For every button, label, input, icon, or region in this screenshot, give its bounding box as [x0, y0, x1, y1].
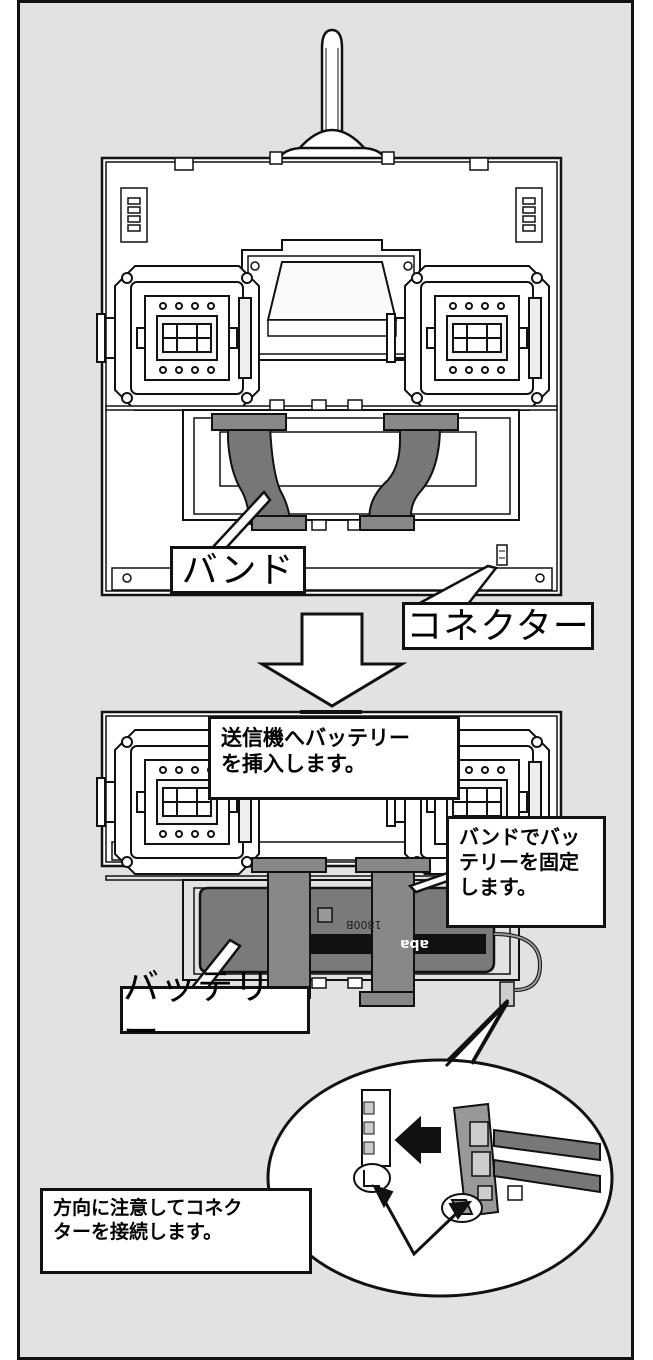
battery-model-label: 1800B [346, 918, 382, 931]
down-arrow [256, 612, 408, 708]
callout-fix-line1: バンドでバッ [459, 825, 580, 849]
callout-connect: 方向に注意してコネク ターを接続します。 [40, 1188, 312, 1274]
callout-connect-line2: ターを接続します。 [53, 1220, 223, 1243]
callout-connector-text: コネクター [406, 605, 590, 647]
callout-connector: コネクター [402, 602, 594, 650]
callout-band: バンド [170, 546, 306, 594]
callout-insert-line1: 送信機へバッテリー [221, 726, 410, 750]
connector-top [496, 544, 508, 566]
battery-brand-label: aba [400, 936, 429, 952]
callout-band-text: バンド [181, 549, 295, 591]
callout-battery: バッテリー [120, 967, 310, 1053]
zoom-bubble [266, 998, 614, 1298]
insert-arrow [394, 1115, 441, 1165]
battery-brand-text: aba [400, 936, 429, 952]
callout-fix: バンドでバッ テリーを固定 します。 [446, 816, 606, 928]
callout-insert-line2: を挿入します。 [221, 752, 366, 777]
callout-fix-line3: します。 [459, 875, 537, 899]
transmitter-top [95, 28, 563, 597]
zoom-detail [353, 1089, 601, 1257]
callout-insert: 送信機へバッテリー を挿入します。 [208, 716, 460, 800]
battery-model-text: 1800B [346, 918, 382, 931]
antenna [320, 28, 344, 162]
orientation-arrows [380, 1195, 462, 1257]
callout-fix-line2: テリーを固定 [459, 850, 579, 874]
callout-connect-line1: 方向に注意してコネク [53, 1197, 243, 1219]
callout-battery-text: バッテリー [123, 967, 272, 1053]
